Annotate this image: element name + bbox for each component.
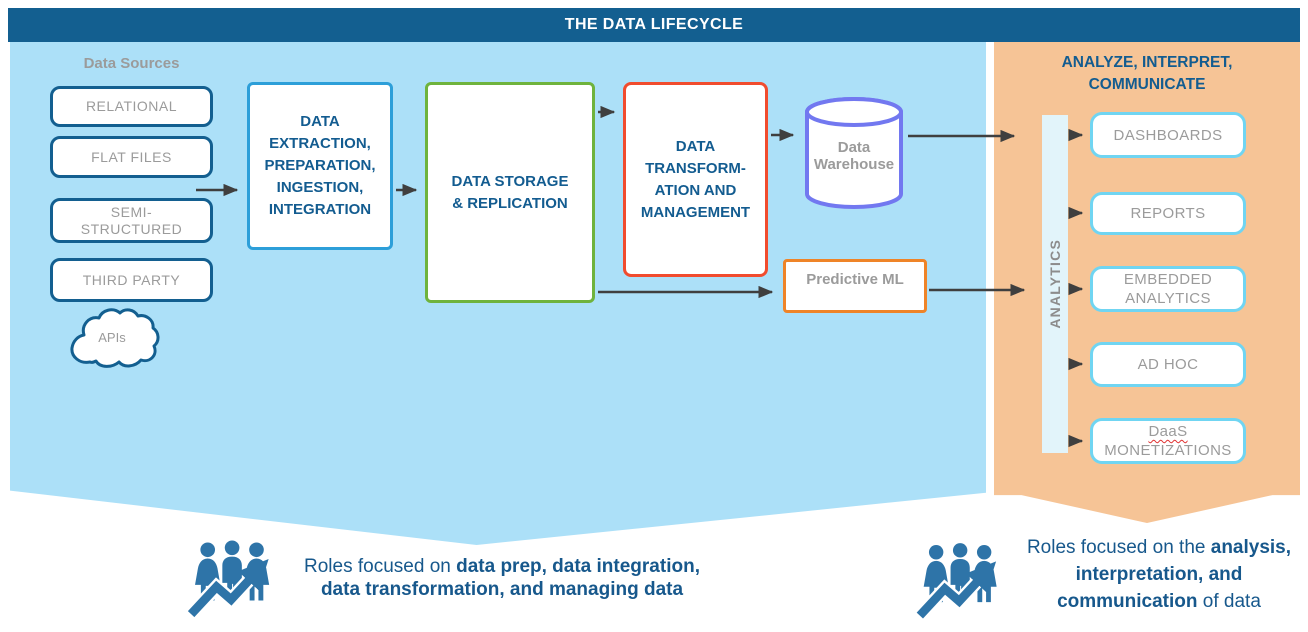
cloud-label: APIs	[98, 330, 126, 345]
transformation-label: DATA TRANSFORM- ATION AND MANAGEMENT	[640, 137, 751, 221]
output-label: EMBEDDED ANALYTICS	[1123, 271, 1213, 307]
diagram-title-bar: THE DATA LIFECYCLE	[8, 8, 1300, 42]
database-cylinder-icon	[805, 97, 903, 209]
transformation-box: DATA TRANSFORM- ATION AND MANAGEMENT	[623, 82, 768, 277]
output-label: REPORTS	[1130, 205, 1206, 222]
source-box-relational: RELATIONAL	[50, 86, 213, 127]
predictive-ml-box: Predictive ML	[783, 259, 927, 313]
output-box-embedded-analytics: EMBEDDED ANALYTICS	[1090, 266, 1246, 312]
data-warehouse	[802, 95, 906, 211]
output-box-daas-monetizations: DaaS MONETIZATIONS	[1090, 418, 1246, 464]
output-box-reports: REPORTS	[1090, 192, 1246, 235]
output-label: DASHBOARDS	[1113, 126, 1223, 144]
caption-bold: data prep, data integration, data transf…	[320, 556, 700, 600]
analyze-heading: ANALYZE, INTERPRET, COMMUNICATE	[1061, 54, 1233, 93]
people-growth-icon	[186, 540, 270, 619]
output-box-ad-hoc: AD HOC	[1090, 342, 1246, 387]
predictive-ml-label: Predictive ML	[806, 271, 904, 288]
source-label: THIRD PARTY	[82, 271, 181, 288]
output-label-daas: DaaS	[1148, 423, 1188, 440]
roles-left-icon-wrap	[186, 540, 286, 620]
storage-box: DATA STORAGE & REPLICATION	[425, 82, 595, 303]
output-box-dashboards: DASHBOARDS	[1090, 112, 1246, 158]
analytics-bar: ANALYTICS	[1042, 115, 1068, 453]
apis-cloud: APIs	[66, 306, 166, 372]
analytics-bar-label: ANALYTICS	[1047, 239, 1063, 329]
warehouse-label: Data Warehouse	[813, 139, 895, 173]
output-label: AD HOC	[1137, 356, 1199, 373]
extraction-box: DATA EXTRACTION, PREPARATION, INGESTION,…	[247, 82, 393, 250]
data-sources-heading: Data Sources	[83, 55, 180, 72]
storage-label: DATA STORAGE & REPLICATION	[451, 172, 569, 212]
caption-normal: Roles focused on the	[1026, 537, 1211, 558]
roles-right-icon-wrap	[914, 542, 1012, 622]
roles-left-caption: Roles focused on data prep, data integra…	[300, 555, 704, 601]
source-label: SEMI- STRUCTURED	[80, 203, 183, 237]
cloud-icon	[70, 308, 160, 368]
caption-normal: Roles focused on	[304, 556, 457, 577]
people-growth-icon	[914, 543, 997, 621]
roles-right-caption: Roles focused on the analysis, interpret…	[1010, 534, 1308, 615]
extraction-label: DATA EXTRACTION, PREPARATION, INGESTION,…	[264, 113, 376, 218]
diagram-title: THE DATA LIFECYCLE	[564, 16, 744, 33]
caption-suffix: of data	[1197, 591, 1261, 612]
caption-bold: analysis, interpretation, and communicat…	[1057, 537, 1292, 612]
source-label: FLAT FILES	[91, 148, 172, 165]
source-box-flat-files: FLAT FILES	[50, 136, 213, 178]
source-box-semi-structured: SEMI- STRUCTURED	[50, 198, 213, 243]
source-label: RELATIONAL	[85, 98, 178, 114]
output-label-monetizations: MONETIZATIONS	[1104, 442, 1232, 459]
source-box-third-party: THIRD PARTY	[50, 258, 213, 302]
